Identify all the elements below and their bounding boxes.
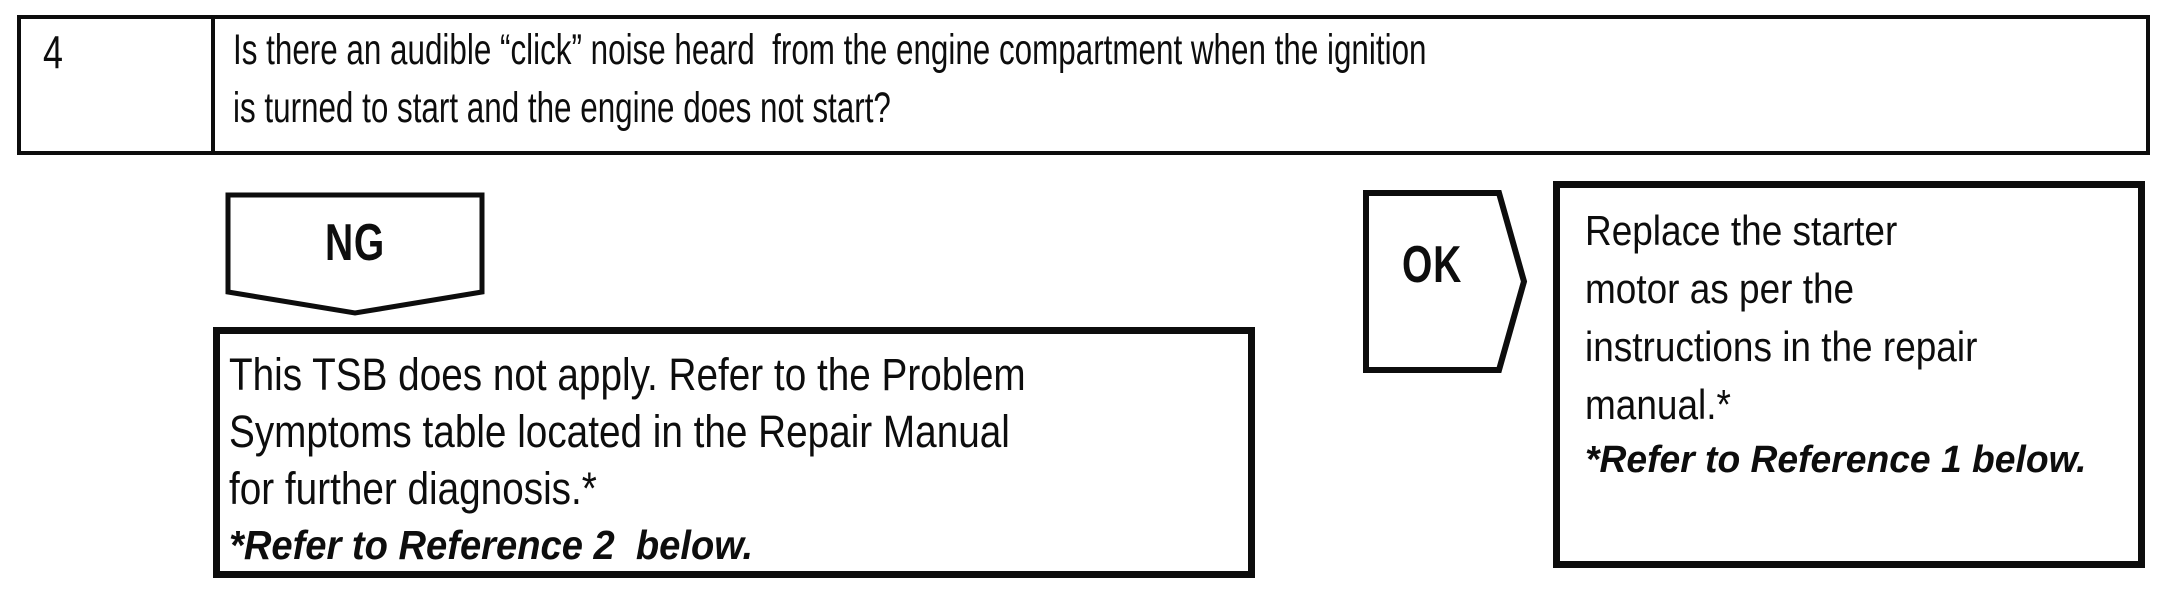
ok-result-box: Replace the starter motor as per the ins…: [1553, 181, 2145, 568]
ng-label-container: NG: [225, 192, 485, 293]
ng-result-text: This TSB does not apply. Refer to the Pr…: [229, 349, 1026, 514]
ng-flag-outline: [225, 192, 485, 316]
ng-reference-note: *Refer to Reference 2 below.: [229, 522, 754, 568]
question-text-cell: Is there an audible “click” noise heard …: [215, 19, 2146, 151]
question-text: Is there an audible “click” noise heard …: [233, 26, 1427, 132]
ok-result-text: Replace the starter motor as per the ins…: [1585, 207, 1978, 428]
ok-reference-note: *Refer to Reference 1 below.: [1585, 439, 2087, 481]
question-table-row: 4 Is there an audible “click” noise hear…: [17, 15, 2150, 155]
ok-label: OK: [1402, 236, 1462, 294]
ng-label: NG: [325, 213, 385, 272]
question-number: 4: [43, 26, 63, 78]
ok-flag-outline: [1363, 190, 1528, 373]
ng-flag-shape: [225, 192, 485, 316]
ok-flag-shape: [1363, 190, 1528, 373]
ng-result-box: This TSB does not apply. Refer to the Pr…: [213, 327, 1255, 578]
question-number-cell: 4: [21, 19, 215, 151]
ok-label-container: OK: [1363, 190, 1501, 340]
